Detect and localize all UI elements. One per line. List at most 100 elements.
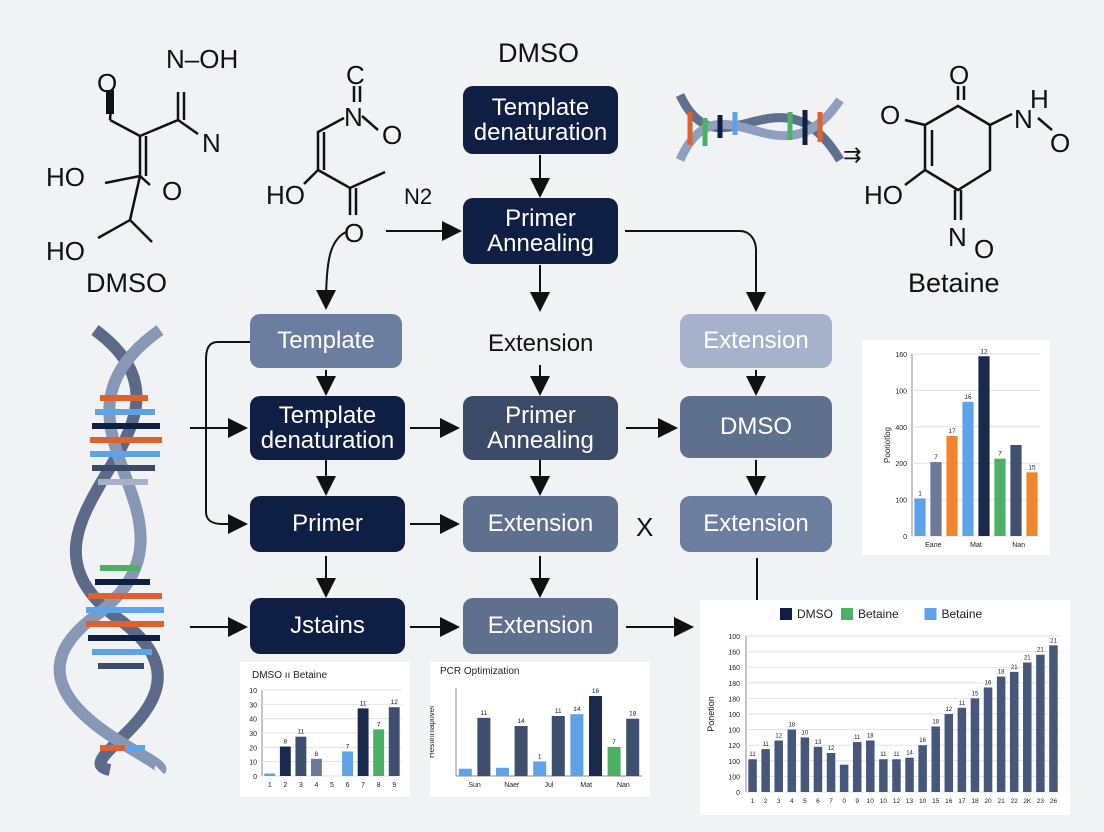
tick-label: 100: [728, 759, 740, 766]
data-label: 11: [749, 752, 756, 758]
data-label: 21: [1050, 638, 1057, 644]
tick-label: 7: [829, 798, 833, 805]
legend-label: DMSO: [797, 607, 833, 621]
data-label: 15: [1028, 464, 1036, 471]
atom-label: O: [344, 218, 365, 248]
bar: [458, 768, 472, 776]
step-extension: Extension: [463, 496, 618, 552]
tick-label: 100: [728, 634, 740, 641]
data-label: 7: [612, 739, 616, 746]
dna-rungs-left: [86, 395, 164, 751]
step-extension: Extension: [680, 314, 832, 368]
tick-label: 180: [728, 681, 740, 688]
bar: [813, 746, 823, 792]
data-label: 13: [815, 740, 822, 746]
atom-label: O: [880, 100, 901, 130]
bar: [957, 707, 967, 792]
reaction-arrow-icon: ⇉: [843, 142, 862, 167]
data-label: 18: [998, 670, 1005, 676]
data-label: 15: [972, 691, 979, 697]
tick-label: 30: [249, 702, 257, 709]
bar: [1036, 654, 1045, 792]
atom-label: HO: [46, 162, 85, 192]
bar: [357, 708, 369, 776]
bar: [570, 714, 584, 776]
atom-label: O: [162, 176, 183, 206]
tick-label: 0: [903, 534, 907, 541]
data-label: 11: [959, 701, 966, 707]
bar: [495, 767, 510, 776]
data-label: 16: [964, 394, 972, 401]
tick-label: Jul: [545, 782, 554, 789]
bar: [1010, 445, 1022, 536]
bar: [946, 435, 958, 536]
data-label: 14: [517, 718, 525, 725]
data-label: 10: [802, 730, 809, 736]
bar: [970, 698, 980, 792]
dna-helix-top: [675, 93, 844, 163]
data-label: 1: [918, 490, 922, 497]
legend-label: Betaine: [858, 607, 899, 621]
data-label: 18: [867, 734, 874, 740]
bar: [533, 761, 547, 776]
tick-label: 18: [971, 798, 979, 805]
tick-label: 0: [736, 790, 740, 797]
bar: [1026, 472, 1038, 536]
bar: [931, 726, 940, 792]
atom-label: C: [346, 60, 365, 90]
bar: [994, 458, 1006, 536]
data-label: 8: [284, 739, 288, 746]
step-extension: Extension: [680, 496, 832, 552]
tick-label: 200: [895, 461, 907, 468]
data-label: 18: [932, 719, 939, 725]
tick-label: Mat: [580, 782, 592, 789]
bar: [626, 718, 640, 776]
bar: [930, 462, 942, 536]
tick-label: 3: [299, 782, 303, 789]
flow-header: DMSO: [498, 38, 579, 68]
step-dmso: DMSO: [680, 396, 832, 458]
molecule-name: DMSO: [86, 268, 167, 298]
bar: [1049, 645, 1058, 792]
data-label: 18: [788, 723, 795, 729]
data-label: 11: [555, 708, 562, 715]
axis-label: Hestinnlaptivel: [430, 706, 436, 758]
data-label: 12: [828, 746, 835, 752]
tick-label: 5: [330, 782, 334, 789]
tick-label: 2: [764, 798, 768, 805]
data-label: 11: [360, 700, 367, 707]
atom-label: HO: [864, 180, 903, 210]
bar: [607, 746, 621, 776]
bar: [879, 759, 888, 792]
step-extension: Extension: [463, 598, 618, 654]
atom-label: HO: [46, 236, 85, 266]
data-label: 14: [573, 706, 581, 713]
data-label: 11: [854, 735, 861, 741]
tick-label: 100: [728, 712, 740, 719]
data-label: 11: [763, 742, 770, 748]
middle-molecule-bonds: [303, 86, 386, 215]
legend-swatch: [780, 608, 792, 620]
data-label: 16: [919, 738, 926, 744]
tick-label: 7: [361, 782, 365, 789]
bar: [918, 745, 927, 792]
bar: [905, 757, 914, 792]
bar: [311, 758, 322, 776]
tick-label: 0: [842, 798, 846, 805]
dna-rungs-top: [687, 110, 823, 146]
bar: [826, 753, 836, 792]
tick-label: 4: [314, 782, 318, 789]
chart-title: DMSO ıı Betaine: [252, 670, 327, 681]
data-label: 12: [980, 348, 988, 355]
tick-label: 1: [751, 798, 755, 805]
tick-label: 8: [377, 782, 381, 789]
bar: [551, 716, 565, 776]
